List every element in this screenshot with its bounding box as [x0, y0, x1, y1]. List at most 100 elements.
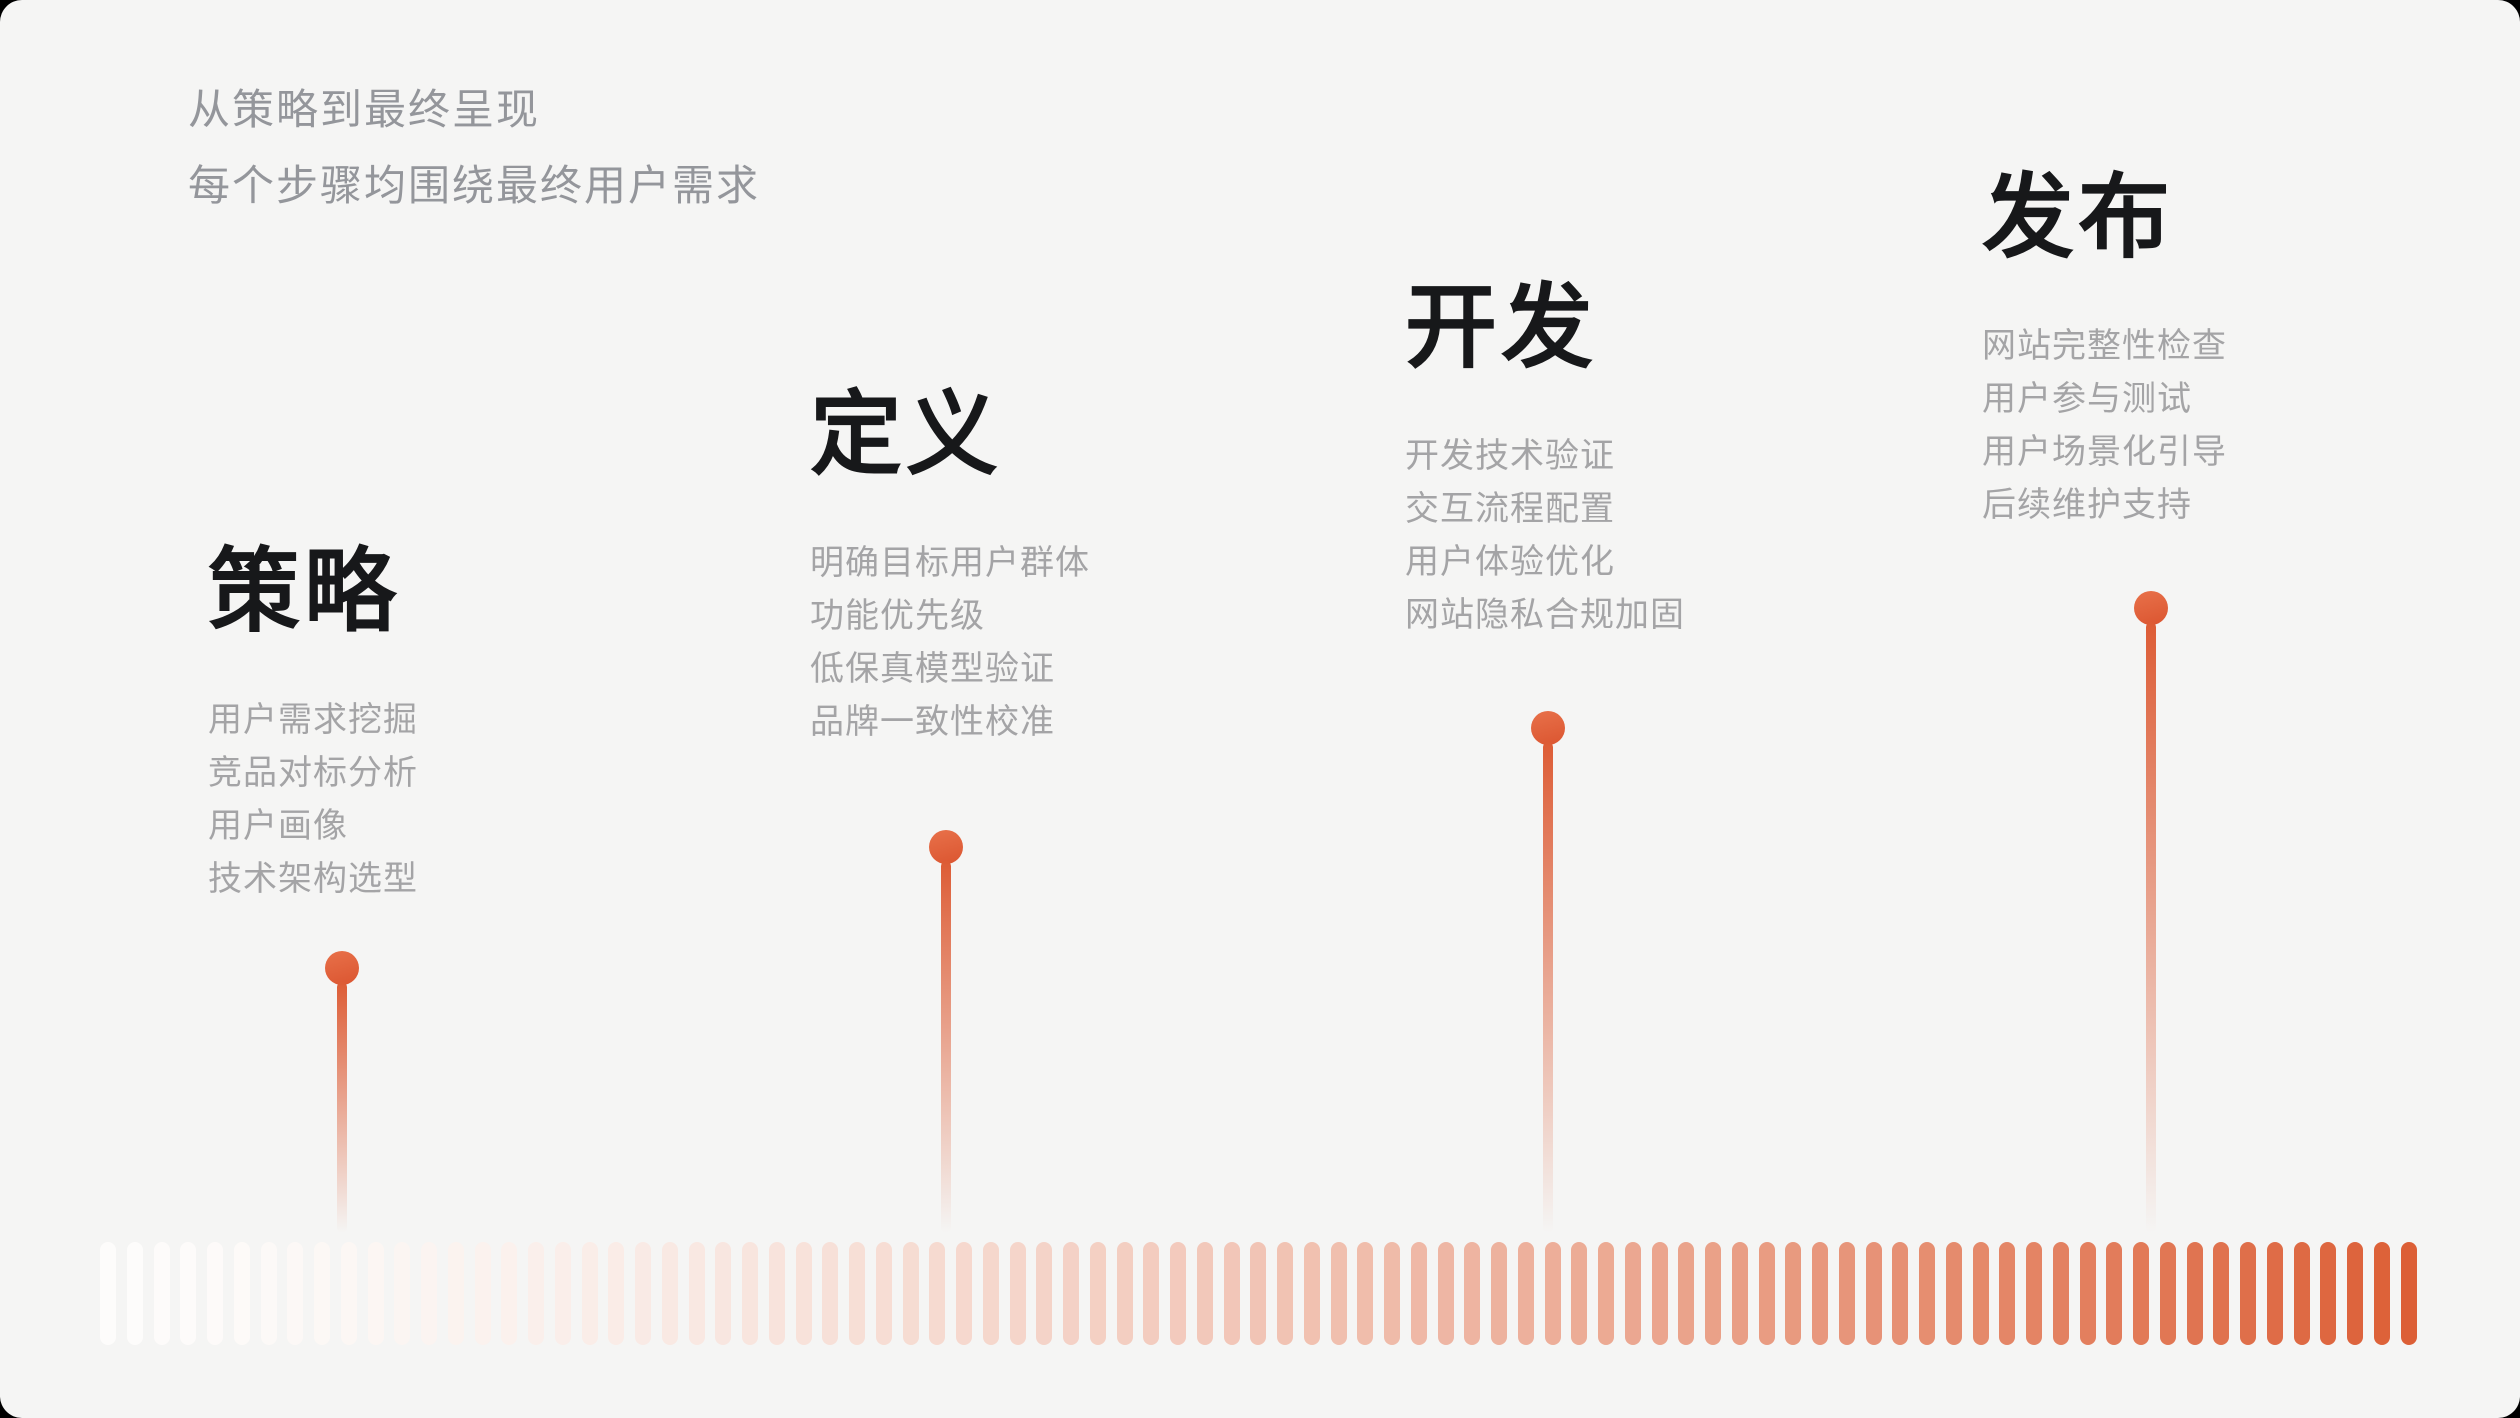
step-title: 定义	[810, 384, 1003, 486]
gradient-bar	[1945, 1242, 1962, 1345]
gradient-bar	[635, 1242, 651, 1345]
timeline-dot-4	[2134, 591, 2168, 625]
gradient-bar	[367, 1242, 384, 1345]
gradient-bar	[2133, 1242, 2149, 1345]
gradient-bar	[287, 1242, 304, 1345]
step-item: 竞品对标分析	[208, 754, 418, 792]
gradient-bar	[1651, 1242, 1668, 1345]
gradient-bar	[1517, 1242, 1534, 1345]
gradient-bar	[1892, 1242, 1909, 1345]
timeline-stem-1	[337, 982, 347, 1233]
gradient-bar	[715, 1242, 732, 1345]
step-item: 网站隐私合规加固	[1405, 596, 1685, 634]
step-item: 明确目标用户群体	[810, 544, 1090, 582]
gradient-bar	[1972, 1242, 1989, 1345]
gradient-bar	[1036, 1242, 1053, 1345]
step-item: 用户需求挖掘	[208, 701, 418, 739]
gradient-bar	[447, 1242, 464, 1345]
gradient-bar	[768, 1242, 785, 1345]
gradient-bar	[929, 1242, 946, 1345]
gradient-bar	[2266, 1242, 2283, 1345]
step-item: 低保真模型验证	[810, 650, 1055, 688]
step-item-list: 网站完整性检查用户参与测试用户场景化引导后续维护支持	[1982, 320, 2227, 532]
gradient-bar	[688, 1242, 705, 1345]
gradient-bar	[2106, 1242, 2123, 1345]
gradient-bar	[2320, 1242, 2337, 1345]
gradient-bar	[1089, 1242, 1106, 1345]
gradient-bar	[1170, 1242, 1186, 1345]
gradient-bar	[100, 1242, 116, 1345]
step-item: 技术架构选型	[208, 860, 418, 898]
gradient-bar	[474, 1242, 491, 1345]
gradient-bar	[795, 1242, 812, 1345]
page-subtitle: 从策略到最终呈现 每个步骤均围绕最终用户需求	[188, 72, 760, 224]
gradient-bar	[1731, 1242, 1748, 1345]
gradient-bar	[822, 1242, 839, 1345]
gradient-bar	[1624, 1242, 1641, 1345]
step-item: 用户体验优化	[1405, 543, 1615, 581]
gradient-bar	[2026, 1242, 2042, 1345]
step-item: 后续维护支持	[1982, 486, 2192, 524]
timeline-stem-2	[941, 861, 951, 1233]
step-column-2: 定义明确目标用户群体功能优先级低保真模型验证品牌一致性校准	[810, 389, 1090, 749]
subtitle-line-2: 每个步骤均围绕最终用户需求	[188, 162, 761, 209]
gradient-bar	[1437, 1242, 1454, 1345]
gradient-bar	[982, 1242, 999, 1345]
step-item-list: 用户需求挖掘竞品对标分析用户画像技术架构选型	[208, 694, 418, 906]
gradient-bar	[340, 1242, 357, 1345]
gradient-bar	[233, 1242, 250, 1345]
gradient-bar	[1277, 1242, 1293, 1345]
gradient-bar	[1999, 1242, 2016, 1345]
gradient-bar	[314, 1242, 330, 1345]
gradient-bar	[1758, 1242, 1775, 1345]
gradient-bar	[1544, 1242, 1561, 1345]
step-item-list: 明确目标用户群体功能优先级低保真模型验证品牌一致性校准	[810, 537, 1090, 749]
gradient-bar	[1116, 1242, 1133, 1345]
gradient-bar-row	[100, 1242, 2417, 1345]
timeline-dot-2	[929, 830, 963, 864]
gradient-bar	[1009, 1242, 1026, 1345]
gradient-bar	[2052, 1242, 2069, 1345]
step-column-4: 发布网站完整性检查用户参与测试用户场景化引导后续维护支持	[1982, 172, 2227, 532]
gradient-bar	[1678, 1242, 1695, 1345]
gradient-bar	[902, 1242, 919, 1345]
gradient-bar	[581, 1242, 598, 1345]
gradient-bar	[849, 1242, 865, 1345]
step-item: 开发技术验证	[1405, 437, 1615, 475]
gradient-bar	[2159, 1242, 2176, 1345]
timeline-dot-1	[325, 951, 359, 985]
timeline-stem-3	[1543, 742, 1553, 1233]
gradient-bar	[2213, 1242, 2230, 1345]
gradient-bar	[421, 1242, 437, 1345]
gradient-bar	[1143, 1242, 1160, 1345]
gradient-bar	[1491, 1242, 1507, 1345]
step-title: 策略	[208, 541, 401, 643]
gradient-bar	[1410, 1242, 1427, 1345]
gradient-bar	[1838, 1242, 1855, 1345]
gradient-bar	[2347, 1242, 2363, 1345]
gradient-bar	[2400, 1242, 2417, 1345]
gradient-bar	[1063, 1242, 1079, 1345]
gradient-bar	[1812, 1242, 1828, 1345]
gradient-bar	[1357, 1242, 1374, 1345]
gradient-bar	[1571, 1242, 1588, 1345]
step-item: 用户画像	[208, 807, 348, 845]
gradient-bar	[1223, 1242, 1240, 1345]
step-item: 功能优先级	[810, 597, 985, 635]
gradient-bar	[2240, 1242, 2256, 1345]
step-item: 交互流程配置	[1405, 490, 1615, 528]
gradient-bar	[207, 1242, 223, 1345]
gradient-bar	[501, 1242, 518, 1345]
gradient-bar	[260, 1242, 277, 1345]
gradient-bar	[661, 1242, 678, 1345]
gradient-bar	[1464, 1242, 1481, 1345]
gradient-bar	[1705, 1242, 1721, 1345]
gradient-bar	[1330, 1242, 1347, 1345]
gradient-bar	[742, 1242, 758, 1345]
step-item: 用户参与测试	[1982, 380, 2192, 418]
gradient-bar	[180, 1242, 197, 1345]
timeline-stem-4	[2146, 622, 2156, 1233]
gradient-bar	[554, 1242, 571, 1345]
gradient-bar	[2186, 1242, 2203, 1345]
gradient-bar	[1250, 1242, 1267, 1345]
